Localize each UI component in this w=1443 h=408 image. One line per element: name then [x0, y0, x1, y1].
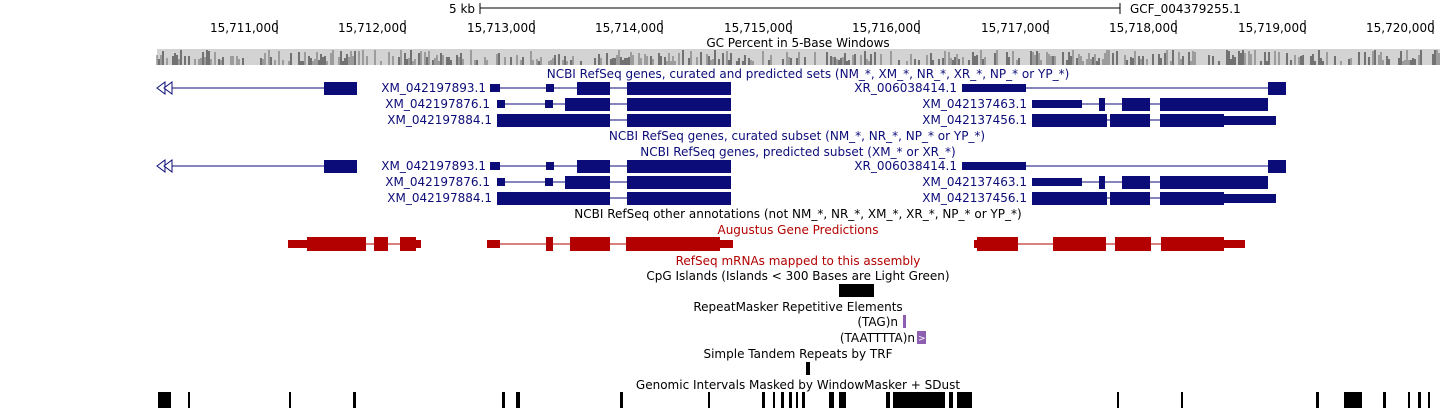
gene-label[interactable]: XM_042197893.1 — [381, 81, 486, 95]
track-title-refseq-mrnas[interactable]: RefSeq mRNAs mapped to this assembly — [675, 254, 921, 268]
ruler-assembly-label: GCF_004379255.1 — [1130, 2, 1241, 16]
ruler-tick-label: 15,714,000 — [595, 21, 664, 35]
repeat-label[interactable]: (TAG)n — [857, 315, 898, 329]
track-title-repeatmasker[interactable]: RepeatMasker Repetitive Elements — [693, 300, 903, 314]
augustus-predictions — [288, 237, 1245, 251]
track-title-refseq-predicted[interactable]: NCBI RefSeq genes, predicted subset (XM_… — [640, 145, 956, 159]
refseq-all-genes — [156, 81, 1286, 127]
track-title-refseq-curated[interactable]: NCBI RefSeq genes, curated subset (NM_*,… — [608, 129, 986, 143]
track-title-refseq-other[interactable]: NCBI RefSeq other annotations (not NM_*,… — [574, 207, 1022, 221]
gene-label[interactable]: XM_042137463.1 — [922, 175, 1027, 189]
windowmasker-intervals — [158, 392, 1430, 408]
repeat-tag — [903, 315, 906, 328]
track-title-windowmasker[interactable]: Genomic Intervals Masked by WindowMasker… — [635, 378, 961, 392]
gene-label[interactable]: XR_006038414.1 — [854, 159, 957, 173]
gene-label[interactable]: XM_042197884.1 — [387, 113, 492, 127]
track-title-trf[interactable]: Simple Tandem Repeats by TRF — [703, 347, 893, 361]
ruler-tick-label: 15,718,000 — [1109, 21, 1178, 35]
gene-label[interactable]: XR_006038414.1 — [854, 81, 957, 95]
gene-label[interactable]: XM_042137463.1 — [922, 97, 1027, 111]
ruler-tick-label: 15,720,000 — [1366, 21, 1435, 35]
ruler-tick-label: 15,716,000 — [852, 21, 921, 35]
svg-text:>: > — [918, 334, 926, 344]
gene-label[interactable]: XM_042197893.1 — [381, 159, 486, 173]
ruler-tick-label: 15,713,000 — [467, 21, 536, 35]
refseq-predicted-genes — [156, 159, 1286, 205]
track-title-refseq-all[interactable]: NCBI RefSeq genes, curated and predicted… — [546, 67, 1070, 81]
gene-label[interactable]: XM_042137456.1 — [922, 113, 1027, 127]
ruler-tick-label: 15,717,000 — [981, 21, 1050, 35]
gene-label[interactable]: XM_042137456.1 — [922, 191, 1027, 205]
ruler-ticks — [276, 20, 1434, 34]
cpg-island — [839, 284, 874, 297]
ruler-tick-label: 15,711,000 — [210, 21, 279, 35]
track-title-gc-percent[interactable]: GC Percent in 5-Base Windows — [706, 36, 890, 50]
ruler-scale-label: 5 kb — [449, 2, 476, 16]
track-title-cpg-islands[interactable]: CpG Islands (Islands < 300 Bases are Lig… — [646, 269, 950, 283]
track-title-augustus[interactable]: Augustus Gene Predictions — [717, 223, 879, 237]
repeat-label[interactable]: (TAATTTTA)n — [839, 331, 915, 345]
gene-label[interactable]: XM_042197884.1 — [387, 191, 492, 205]
trf-repeat — [806, 362, 810, 375]
ruler-tick-label: 15,712,000 — [338, 21, 407, 35]
gene-label[interactable]: XM_042197876.1 — [385, 175, 490, 189]
ruler-tick-label: 15,719,000 — [1238, 21, 1307, 35]
ruler-tick-label: 15,715,000 — [724, 21, 793, 35]
repeat-taatttta — [917, 331, 926, 344]
gene-label[interactable]: XM_042197876.1 — [385, 97, 490, 111]
